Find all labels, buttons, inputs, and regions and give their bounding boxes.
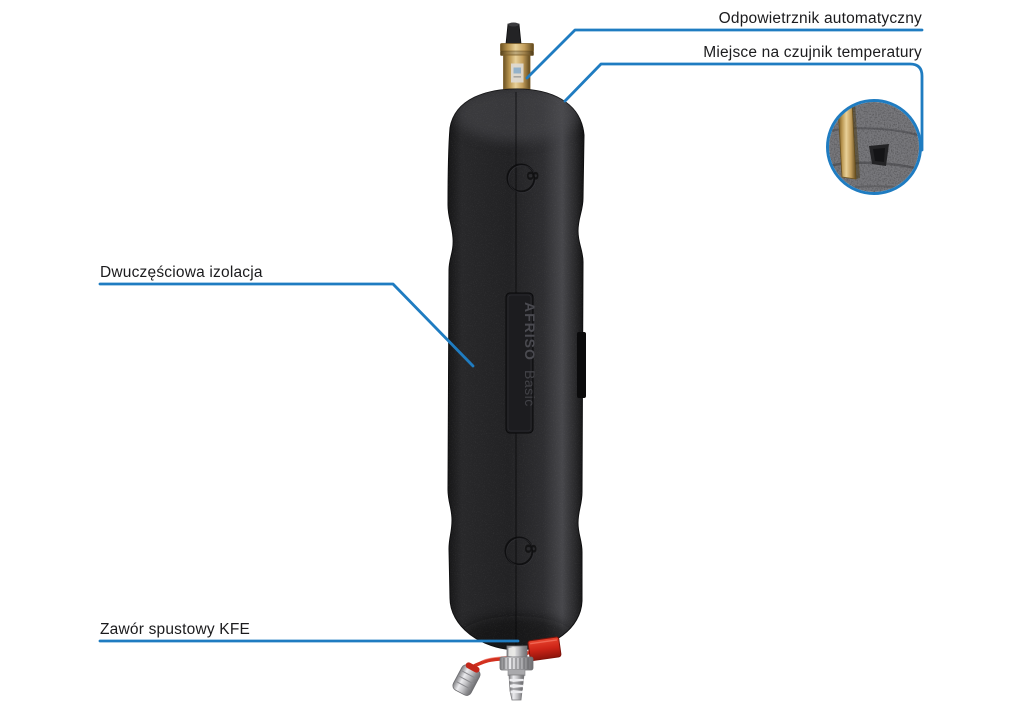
emboss-series-text: Basic bbox=[522, 370, 538, 407]
callout-line-temp-sensor bbox=[563, 62, 924, 152]
callout-air-vent-label: Odpowietrznik automatyczny bbox=[718, 10, 922, 27]
detail-texture bbox=[829, 102, 919, 192]
svg-text:8: 8 bbox=[523, 171, 542, 180]
valve-knurled-nut bbox=[499, 656, 534, 671]
callout-line-air-vent bbox=[525, 28, 924, 80]
svg-text:8: 8 bbox=[521, 544, 540, 553]
emboss-brand-plate: AFRISO Basic bbox=[505, 292, 538, 434]
callout-line-insulation bbox=[98, 282, 475, 368]
foam-shading bbox=[448, 89, 584, 650]
emboss-brand-text: AFRISO bbox=[522, 302, 538, 361]
callout-insulation-label: Dwuczęściowa izolacja bbox=[100, 264, 263, 281]
air-vent-icon bbox=[500, 22, 534, 90]
emboss-mark-top: 8 bbox=[506, 163, 542, 193]
temp-sensor-detail-circle bbox=[826, 99, 922, 195]
valve-cap bbox=[452, 662, 481, 696]
drain-valve-icon bbox=[452, 636, 562, 701]
valve-hose-barb bbox=[508, 674, 525, 701]
sensor-pocket-slot bbox=[577, 332, 586, 398]
callout-drain-valve-label: Zawór spustowy KFE bbox=[100, 621, 251, 638]
callout-lines bbox=[98, 28, 924, 643]
callout-temp-sensor-label: Miejsce na czujnik temperatury bbox=[703, 44, 922, 61]
emboss-mark-bottom: 8 bbox=[504, 536, 540, 566]
valve-handle bbox=[527, 636, 562, 662]
insulation-body: 8 AFRISO Basic 8 bbox=[447, 88, 586, 651]
